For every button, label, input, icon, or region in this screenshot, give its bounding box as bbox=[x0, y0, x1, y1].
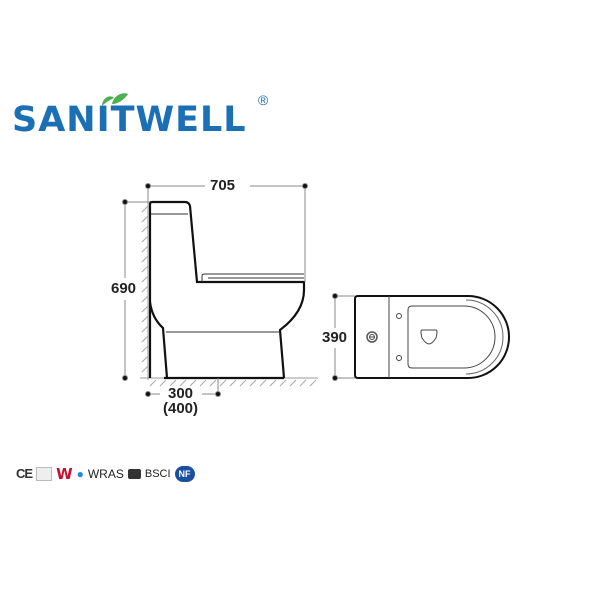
bsci-logo: BSCI bbox=[144, 468, 171, 480]
floor-hatch bbox=[140, 377, 318, 387]
watermark-w-icon: W bbox=[56, 465, 73, 483]
registered-mark: ® bbox=[258, 92, 269, 108]
rough-in-label: 300 bbox=[168, 385, 194, 402]
depth-dimension bbox=[332, 293, 355, 381]
top-view-toilet bbox=[354, 295, 510, 379]
width-label: 705 bbox=[210, 177, 236, 194]
height-dimension bbox=[122, 199, 150, 381]
certificate-box-icon bbox=[36, 467, 53, 481]
water-drop-icon: ● bbox=[76, 467, 84, 481]
ce-mark-icon: CE bbox=[16, 466, 33, 481]
side-view-details bbox=[151, 213, 304, 333]
brand-name: SANITWELL bbox=[12, 100, 247, 140]
nf-logo: NF bbox=[174, 466, 195, 482]
brand-logo: SANITWELL ® bbox=[12, 92, 272, 142]
depth-label: 390 bbox=[322, 329, 348, 346]
leaf-icon bbox=[102, 93, 128, 106]
side-view-toilet bbox=[148, 200, 306, 380]
width-dimension bbox=[145, 183, 308, 282]
height-label: 690 bbox=[111, 280, 137, 297]
rough-in-alt-label: (400) bbox=[163, 400, 199, 417]
rough-in-dimension bbox=[145, 378, 221, 397]
wras-logo: WRAS bbox=[87, 467, 124, 481]
top-view-details bbox=[366, 296, 504, 378]
wall-hatch bbox=[141, 200, 149, 380]
camera-icon bbox=[127, 469, 141, 479]
certification-logos: CE W ● WRAS BSCI NF bbox=[16, 466, 195, 482]
